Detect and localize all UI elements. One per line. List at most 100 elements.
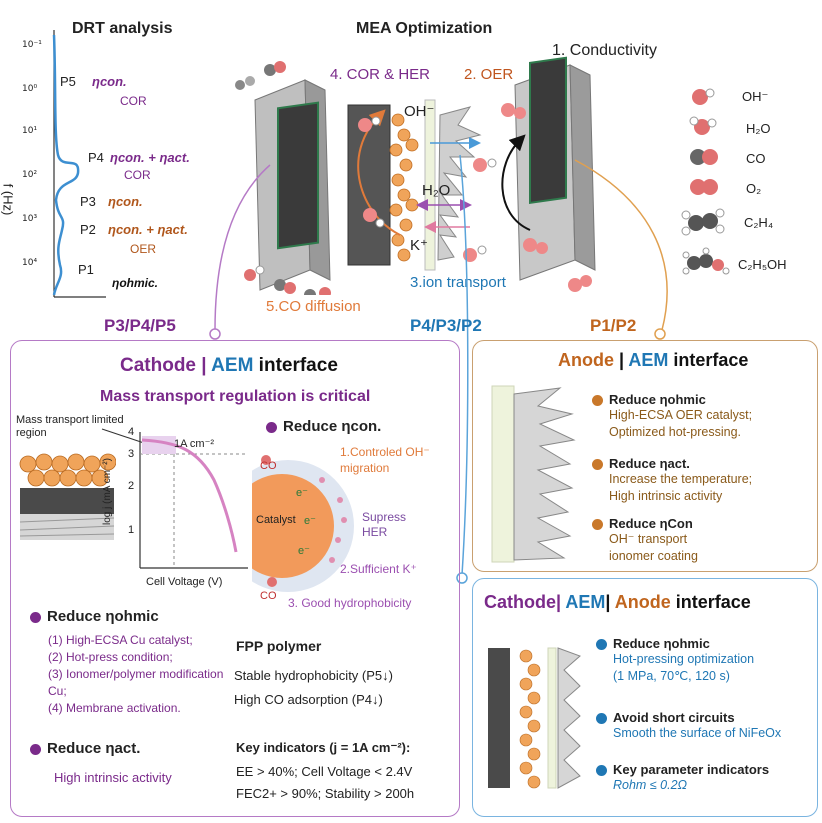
title-interface: interface [668, 350, 749, 370]
title-aem: AEM [211, 355, 254, 376]
plot-ytick: 2 [128, 480, 135, 492]
reduce-act-label: Reduce ηact. [47, 740, 141, 757]
full-item-title: Reduce ηohmic [613, 636, 710, 651]
full-item: Reduce ηohmic Hot-pressing optimization … [596, 636, 814, 685]
bullet-icon [592, 395, 603, 407]
full-item: Avoid short circuits Smooth the surface … [596, 710, 814, 742]
electron-label: e⁻ [296, 487, 308, 499]
plot-x-label: Cell Voltage (V) [146, 576, 223, 588]
group-label-right: P1/P2 [590, 316, 637, 335]
drt-peak-eta: ηcon. + ηact. [108, 222, 188, 237]
title-anode: Anode [558, 350, 614, 370]
fpp-item: Stable hydrophobicity (P5↓) [234, 668, 393, 683]
drt-tick: 10⁻¹ [22, 40, 42, 50]
co-label: CO [260, 590, 277, 602]
note-hydrophobicity: 3. Good hydrophobicity [288, 596, 412, 610]
anode-item: Reduce ηCon OH⁻ transport ionomer coatin… [592, 516, 812, 565]
drt-curve [52, 34, 80, 296]
anode-item-title: Reduce ηact. [609, 456, 690, 471]
cathode-panel-title: Cathode | AEM interface [120, 355, 338, 377]
title-anode: Anode [614, 592, 671, 612]
drt-title: DRT analysis [72, 20, 173, 37]
mea-item-oer: 2. OER [464, 66, 514, 83]
title-sep: | [556, 592, 566, 612]
note-oh-migration: 1.Controled OH⁻ migration [340, 445, 430, 475]
mea-k-label: K⁺ [410, 237, 428, 254]
anode-plate [514, 56, 596, 281]
anode-aem-panel [472, 340, 818, 572]
fpp-item: High CO adsorption (P4↓) [234, 692, 383, 707]
reduce-ohmic-heading: Reduce ηohmic [30, 608, 159, 625]
legend-label: C₂H₅OH [738, 257, 787, 272]
bullet-icon [266, 421, 277, 433]
title-interface: interface [670, 592, 751, 612]
co-label: CO [260, 460, 277, 472]
legend-item: O₂ [680, 175, 820, 205]
bullet-icon [596, 765, 607, 777]
title-cathode: Cathode [120, 355, 196, 376]
anode-item-title: Reduce ηohmic [609, 392, 706, 407]
catalyst-particle [252, 455, 354, 592]
drt-peak-label: P5 [60, 74, 76, 89]
mea-illustration [235, 56, 596, 295]
ohmic-list: (1) High-ECSA Cu catalyst; (2) Hot-press… [48, 632, 228, 717]
species-legend: OH⁻ H₂O CO O₂ C₂H₄ C₂H₅OH [680, 85, 820, 285]
plot-ytick: 3 [128, 448, 135, 460]
current-density-label: 1A cm⁻² [174, 438, 215, 450]
group-label-left: P3/P4/P5 [104, 316, 176, 335]
full-item-line: Hot-pressing optimization [613, 652, 755, 666]
mea-item-co-diffusion: 5.CO diffusion [266, 298, 361, 315]
oh-molecule-icon [692, 88, 715, 105]
cathode-gde [347, 104, 391, 266]
electron-label: e⁻ [298, 545, 310, 557]
reduce-con-label: Reduce ηcon. [283, 418, 382, 435]
fpp-title: FPP polymer [236, 638, 322, 654]
legend-label: OH⁻ [742, 89, 769, 104]
molecules [235, 61, 592, 295]
anode-item: Reduce ηact. Increase the temperature; H… [592, 456, 812, 505]
drt-peak-label: P2 [80, 222, 96, 237]
anode-item-line: OH⁻ transport [609, 532, 688, 546]
drt-tick: 10³ [22, 214, 38, 224]
mea-title: MEA Optimization [356, 20, 493, 37]
mea-h2o-label: H₂O [422, 182, 451, 199]
title-sep: | [605, 592, 615, 612]
anode-item-title: Reduce ηCon [609, 516, 693, 531]
full-item-title: Key parameter indicators [613, 762, 770, 777]
key-line: FEC2+ > 90%; Stability > 200h [236, 786, 415, 801]
drt-peak-eta: ηohmic. [112, 276, 159, 290]
drt-tick: 10⁴ [22, 258, 38, 268]
polarization-plot [139, 432, 248, 569]
legend-item: OH⁻ [680, 85, 820, 115]
full-item: Key parameter indicators Rohm ≤ 0.2Ω [596, 762, 814, 794]
reduce-ohmic-label: Reduce ηohmic [47, 608, 159, 625]
drt-tick: 10⁰ [22, 84, 38, 94]
o2-molecule-icon [690, 179, 718, 195]
bullet-icon [30, 743, 41, 755]
full-panel-title: Cathode| AEM| Anode interface [484, 592, 751, 613]
drt-peak-eta: ηcon. [108, 194, 143, 209]
full-item-line: (1 MPa, 70℃, 120 s) [613, 669, 730, 683]
ohmic-item: (3) Ionomer/polymer modification Cu; [48, 667, 224, 698]
title-aem: AEM [565, 592, 606, 612]
act-desc: High intrinsic activity [54, 770, 172, 785]
legend-label: CO [746, 151, 766, 166]
legend-label: C₂H₄ [744, 215, 774, 230]
drt-peak-desc: COR [120, 94, 147, 108]
reduce-act-heading: Reduce ηact. [30, 740, 140, 757]
note-supress-her: Supress HER [362, 510, 407, 539]
ethylene-molecule-icon [681, 208, 725, 236]
mea-stack-image [488, 647, 581, 789]
full-item-line: Rohm ≤ 0.2Ω [613, 778, 688, 792]
bullet-icon [596, 639, 607, 651]
bullet-icon [592, 519, 603, 531]
legend-item: C₂H₄ [680, 205, 820, 245]
title-sep: | [614, 350, 629, 370]
drt-peak-label: P4 [88, 150, 104, 165]
legend-item: H₂O [680, 115, 820, 145]
key-indicators-title: Key indicators (j = 1A cm⁻²): [236, 740, 411, 755]
drt-plot [52, 30, 106, 298]
gde-cross-section [19, 453, 116, 540]
polarization-curve [141, 438, 238, 553]
anode-item-line: Increase the temperature; [609, 472, 753, 486]
